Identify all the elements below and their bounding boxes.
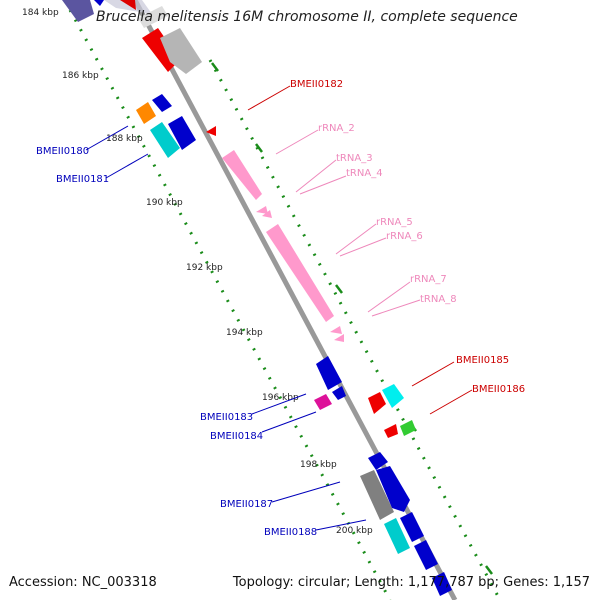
gene-cyan-196 bbox=[382, 384, 404, 408]
gene-label: BMEII0185 bbox=[456, 355, 509, 366]
trna-3-gene bbox=[256, 206, 268, 214]
gene-blue-small bbox=[152, 94, 172, 112]
gene-group-196[interactable] bbox=[314, 356, 416, 438]
gene-blue-200b bbox=[414, 540, 438, 570]
trna-4-gene bbox=[262, 210, 272, 218]
gene-blue-196 bbox=[316, 356, 342, 390]
callout-lines bbox=[85, 85, 473, 531]
gene-green bbox=[400, 420, 416, 436]
gene-red-small bbox=[206, 126, 216, 136]
rna-label: tRNA_8 bbox=[420, 294, 457, 305]
gene-cyan bbox=[150, 122, 180, 158]
gene-blue-large bbox=[376, 466, 410, 512]
gene-blue-200c bbox=[432, 572, 452, 596]
rna-label: tRNA_3 bbox=[336, 153, 373, 164]
gene-grey-large bbox=[160, 28, 202, 74]
gene-group-200[interactable] bbox=[360, 452, 452, 596]
gene-grey-198 bbox=[360, 470, 394, 520]
gene-cyan-200 bbox=[384, 518, 410, 554]
right-major-ticks bbox=[211, 62, 493, 575]
kbp-label: 192 kbp bbox=[186, 263, 223, 273]
gene-light-top bbox=[104, 0, 152, 14]
gene-group-top[interactable] bbox=[62, 0, 202, 74]
gene-blue-200a bbox=[400, 512, 424, 542]
chromosome-backbone bbox=[132, 0, 458, 600]
gene-label: BMEII0182 bbox=[290, 79, 343, 90]
rrna-5-gene bbox=[266, 224, 334, 322]
gene-blue-top bbox=[94, 0, 104, 6]
gene-blue-196b bbox=[332, 386, 346, 400]
kbp-labels: 184 kbp 186 kbp 188 kbp 190 kbp 192 kbp … bbox=[22, 8, 373, 536]
genome-summary-text: Topology: circular; Length: 1,177,787 bp… bbox=[232, 575, 590, 590]
kbp-label: 200 kbp bbox=[336, 526, 373, 536]
rna-label: tRNA_4 bbox=[346, 168, 383, 179]
gene-purple-top bbox=[62, 0, 94, 22]
map-title: Brucella melitensis 16M chromosome II, c… bbox=[96, 9, 518, 25]
accession-text: Accession: NC_003318 bbox=[9, 575, 157, 590]
gene-label: BMEII0181 bbox=[56, 174, 109, 185]
rna-label: rRNA_2 bbox=[318, 123, 355, 134]
rna-label: rRNA_5 bbox=[376, 217, 413, 228]
gene-blue-198 bbox=[368, 452, 388, 470]
kbp-label: 198 kbp bbox=[300, 460, 337, 470]
left-tick-track bbox=[68, 9, 392, 600]
gene-label: BMEII0188 bbox=[264, 527, 317, 538]
rrna-2-gene bbox=[222, 150, 262, 200]
gene-label: BMEII0187 bbox=[220, 499, 273, 510]
rna-label: rRNA_7 bbox=[410, 274, 447, 285]
kbp-label: 184 kbp bbox=[22, 8, 59, 18]
kbp-label: 186 kbp bbox=[62, 71, 99, 81]
kbp-label: 188 kbp bbox=[106, 134, 143, 144]
gene-group-188[interactable] bbox=[136, 94, 216, 158]
gene-label: BMEII0180 bbox=[36, 146, 89, 157]
gene-lightgrey-top bbox=[138, 6, 168, 28]
gene-magenta bbox=[314, 394, 332, 410]
trna-8-gene bbox=[334, 334, 344, 342]
gene-label: BMEII0183 bbox=[200, 412, 253, 423]
kbp-label: 196 kbp bbox=[262, 393, 299, 403]
gene-red-small-196 bbox=[384, 424, 398, 438]
gene-red-196 bbox=[368, 392, 386, 414]
rna-label: rRNA_6 bbox=[386, 231, 423, 242]
gene-labels: BMEII0180 BMEII0181 BMEII0183 BMEII0184 … bbox=[36, 79, 525, 538]
kbp-label: 190 kbp bbox=[146, 198, 183, 208]
rna-genes[interactable] bbox=[222, 150, 344, 342]
kbp-label: 194 kbp bbox=[226, 328, 263, 338]
gene-label: BMEII0184 bbox=[210, 431, 263, 442]
gene-orange bbox=[136, 102, 156, 124]
gene-red-top bbox=[120, 0, 136, 10]
trna-7-gene bbox=[330, 326, 342, 334]
gene-label: BMEII0186 bbox=[472, 384, 525, 395]
gene-blue-188 bbox=[168, 116, 196, 150]
